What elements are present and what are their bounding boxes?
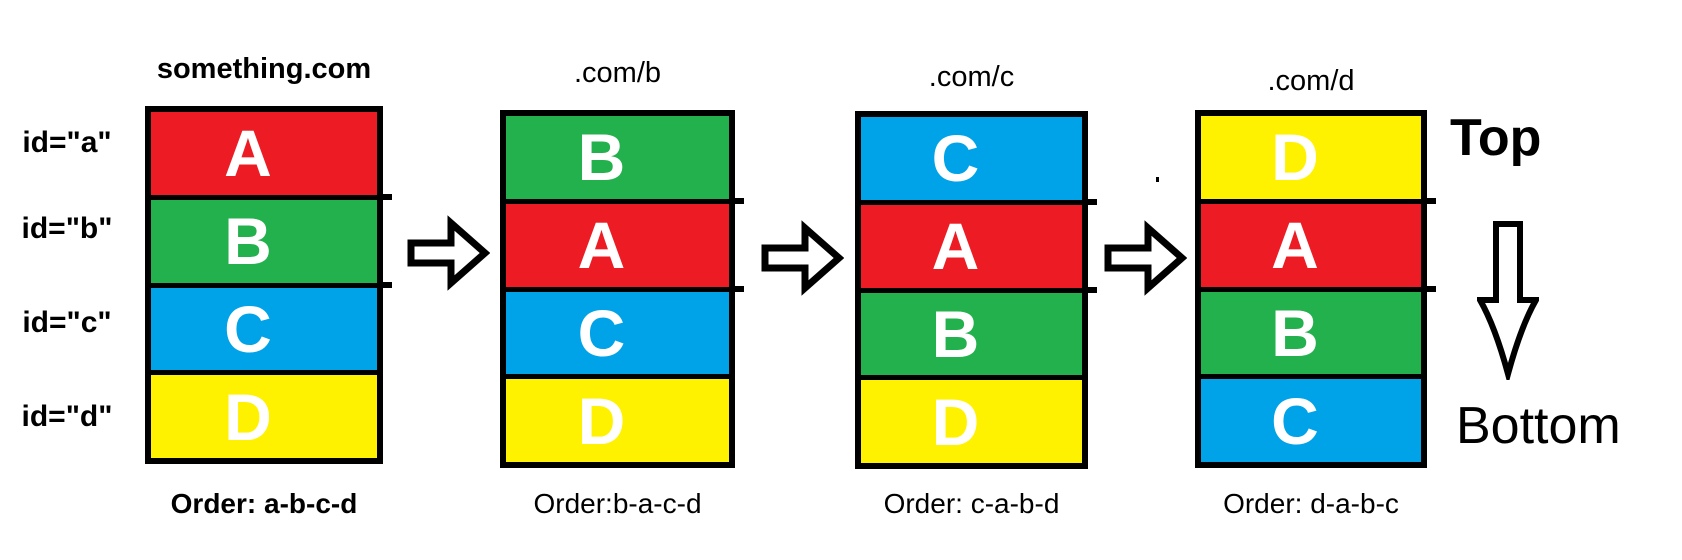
- block: A: [1201, 203, 1421, 287]
- stack-something-com: A B C D: [145, 106, 392, 464]
- block-letter: D: [577, 383, 626, 458]
- block: B: [506, 116, 729, 199]
- stack-title-com-b: .com/b: [573, 57, 662, 89]
- block-letter: D: [1271, 120, 1319, 195]
- block: D: [861, 380, 1082, 463]
- block-letter: B: [1271, 295, 1319, 370]
- boundary-tick: [1424, 286, 1436, 292]
- boundary-tick: [732, 286, 744, 292]
- order-label: Order: a-b-c-d: [170, 488, 358, 519]
- block: A: [861, 204, 1082, 288]
- block: B: [1201, 291, 1421, 375]
- block-letter: D: [224, 379, 272, 454]
- block: C: [506, 291, 729, 375]
- right-arrow-icon: [761, 220, 844, 296]
- down-arrow-icon: [1477, 221, 1539, 380]
- block-letter: A: [224, 116, 272, 191]
- bottom-label: Bottom: [1456, 397, 1621, 455]
- boundary-tick: [1085, 199, 1097, 205]
- row-label-id-c: id="c": [22, 306, 112, 339]
- block: D: [506, 379, 729, 462]
- order-label: Order:b-a-c-d: [533, 488, 702, 519]
- order-label: Order: c-a-b-d: [883, 488, 1060, 519]
- block-letter: B: [577, 120, 626, 195]
- row-label-id-d: id="d": [21, 400, 113, 433]
- right-arrow-icon: [407, 215, 490, 291]
- block: B: [151, 199, 377, 283]
- block: C: [1201, 379, 1421, 462]
- stray-mark: [1156, 177, 1159, 182]
- right-arrow-icon: [1104, 220, 1187, 296]
- block: A: [506, 203, 729, 287]
- boundary-tick: [732, 198, 744, 204]
- block-letter: C: [224, 291, 272, 366]
- block-letter: B: [224, 204, 272, 279]
- row-label-id-b: id="b": [21, 212, 113, 245]
- top-label: Top: [1450, 109, 1542, 167]
- stack-com-b: B A C D: [500, 110, 744, 468]
- block: B: [861, 292, 1082, 376]
- block-letter: A: [1271, 208, 1319, 283]
- order-label: Order: d-a-b-c: [1223, 488, 1399, 519]
- stack-com-d: D A B C: [1195, 110, 1436, 468]
- boundary-tick: [1085, 287, 1097, 293]
- block: A: [151, 112, 377, 195]
- boundary-tick: [380, 194, 392, 200]
- block-letter: A: [577, 208, 626, 283]
- stack-title-com-d: .com/d: [1267, 65, 1355, 97]
- block-letter: C: [931, 121, 980, 196]
- block-letter: C: [577, 295, 626, 370]
- block-letter: C: [1271, 383, 1319, 458]
- boundary-tick: [1424, 198, 1436, 204]
- stack-title-something-com: something.com: [156, 53, 372, 85]
- block: C: [151, 287, 377, 371]
- block: D: [151, 375, 377, 458]
- block-letter: B: [931, 296, 980, 371]
- stack-title-com-c: .com/c: [928, 61, 1015, 93]
- block-letter: A: [931, 209, 980, 284]
- block-letter: D: [931, 384, 980, 459]
- boundary-tick: [380, 282, 392, 288]
- row-label-id-a: id="a": [22, 126, 112, 159]
- block: D: [1201, 116, 1421, 199]
- stack-com-c: C A B D: [855, 111, 1097, 469]
- block: C: [861, 117, 1082, 200]
